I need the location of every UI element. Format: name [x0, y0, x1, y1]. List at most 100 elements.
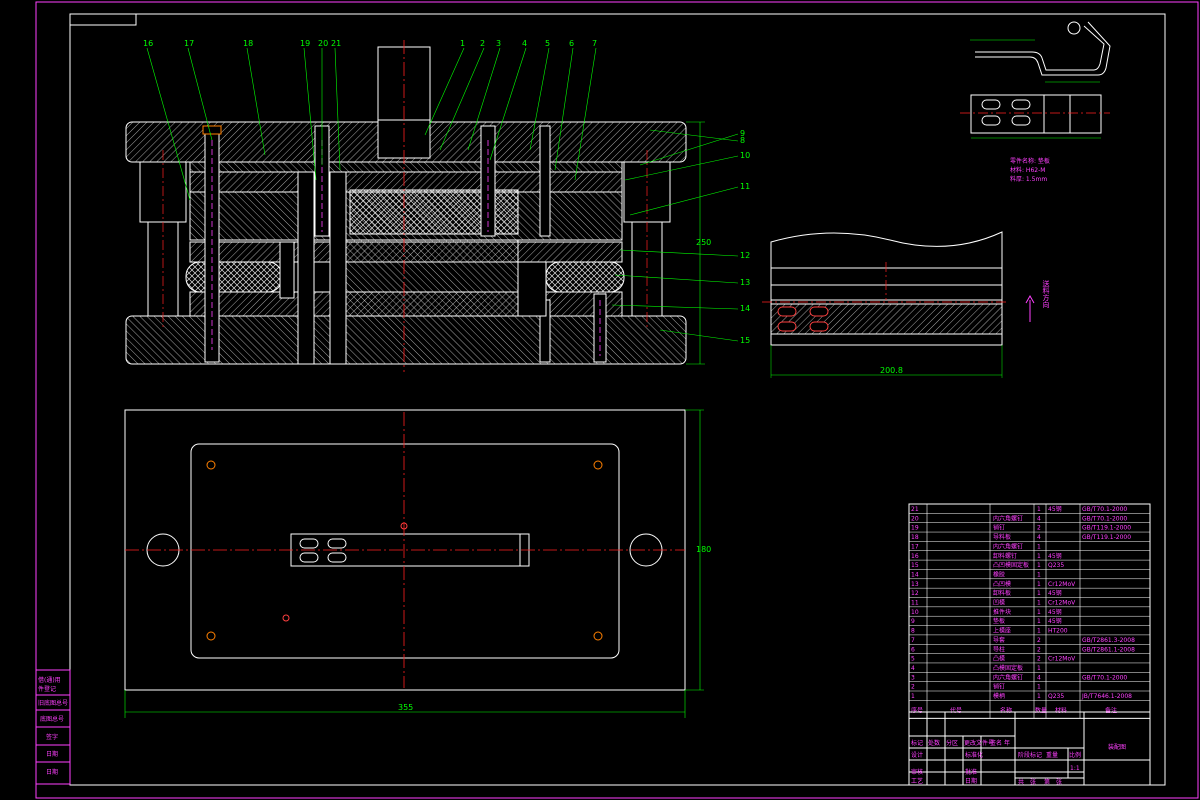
- bom-standard: GB/T70.1-2000: [1082, 506, 1127, 513]
- backing-plate: [189, 161, 623, 173]
- side-stamp: 借(通)用 件登记 旧底图总号 底图总号 签字 日期 日期: [35, 669, 71, 785]
- tb-review: 审核: [911, 768, 923, 776]
- drawing-title: 装配图: [1108, 743, 1126, 751]
- bom-header-1: 代号: [950, 706, 962, 714]
- bom-name: 内六角螺钉: [993, 542, 1023, 550]
- bom-no: 21: [911, 506, 919, 513]
- part-plan: [970, 94, 1102, 134]
- bom-qty: 1: [1037, 553, 1041, 560]
- stamp-line-7: 日期: [46, 768, 58, 776]
- balloon-20: 20: [318, 39, 328, 48]
- balloon-8: 8: [740, 136, 745, 145]
- tb-page: 第: [1044, 778, 1050, 786]
- bom-material: 45钢: [1048, 552, 1062, 560]
- tb-header-mark: 标记: [911, 739, 923, 747]
- tb-header-doc: 更改文件号: [964, 739, 994, 747]
- screw-2: [297, 171, 315, 365]
- bom-qty: 1: [1037, 609, 1041, 616]
- bom-no: 11: [911, 600, 919, 607]
- tb-sheet: 张: [1056, 778, 1062, 786]
- plan-view: 355 180: [124, 409, 711, 718]
- bom-name: 垫板: [993, 617, 1005, 625]
- drawing-number-box: [69, 13, 137, 26]
- sheet-border-inner: [69, 13, 1166, 786]
- bom-material: 45钢: [1048, 505, 1062, 513]
- bom-no: 20: [911, 515, 919, 522]
- bom-name: 卸料螺钉: [993, 552, 1017, 560]
- bom-no: 2: [911, 684, 915, 691]
- balloon-2: 2: [480, 39, 485, 48]
- bom-name: 内六角螺钉: [993, 673, 1023, 681]
- tb-stage: 阶段标记: [1018, 751, 1042, 759]
- bom-name: 凸凹模: [993, 580, 1011, 588]
- balloon-11: 11: [740, 182, 750, 191]
- tb-approve: 批准: [965, 768, 977, 776]
- bom-name: 推件块: [993, 608, 1011, 616]
- bom-name: 销钉: [993, 524, 1005, 532]
- bom-qty: 2: [1037, 656, 1041, 663]
- bom-qty: 1: [1037, 562, 1041, 569]
- die-outline-plan: [190, 443, 620, 659]
- bom-no: 8: [911, 628, 915, 635]
- bom-qty: 1: [1037, 618, 1041, 625]
- bom-qty: 4: [1037, 515, 1041, 522]
- tb-sheets: 张: [1030, 778, 1036, 786]
- bom-name: 导套: [993, 636, 1005, 644]
- bom-name: 橡胶: [993, 570, 1005, 578]
- bom-name: 上模座: [993, 627, 1011, 635]
- bom-material: Cr12MoV: [1048, 656, 1076, 663]
- bom-material: Q235: [1048, 693, 1064, 700]
- bom-standard: GB/T2861.3-2008: [1082, 637, 1135, 644]
- bom-standard: JB/T7646.1-2008: [1081, 693, 1132, 700]
- balloon-18: 18: [243, 39, 253, 48]
- bom-qty: 2: [1037, 637, 1041, 644]
- tb-process: 工艺: [911, 777, 923, 785]
- svg-text:180: 180: [696, 545, 711, 554]
- balloon-14: 14: [740, 304, 750, 313]
- balloon-12: 12: [740, 251, 750, 260]
- bom-material: Cr12MoV: [1048, 600, 1076, 607]
- balloon-7: 7: [592, 39, 597, 48]
- bom-material: Q235: [1048, 562, 1064, 569]
- screw-4: [329, 171, 347, 365]
- bom-no: 17: [911, 543, 919, 550]
- stamp-line-2: 件登记: [38, 685, 56, 693]
- part-note-3: 料厚: 1.5mm: [1010, 175, 1047, 183]
- bom-no: 5: [911, 656, 915, 663]
- title-block: 标记 处数 分区 更改文件号 签名 年 设计 审核 工艺 标准化 批准 日期 阶…: [908, 711, 1151, 786]
- bom-no: 3: [911, 674, 915, 681]
- bom-header-0: 序号: [911, 706, 923, 714]
- bom-no: 19: [911, 525, 919, 532]
- bom-name: 凸模固定板: [993, 664, 1023, 672]
- bom-qty: 2: [1037, 646, 1041, 653]
- bom-qty: 1: [1037, 571, 1041, 578]
- balloon-6: 6: [569, 39, 574, 48]
- part-note-2: 材料: H62-M: [1010, 166, 1045, 174]
- bom-header-3: 数量: [1035, 706, 1047, 714]
- bom-material: 45钢: [1048, 608, 1062, 616]
- tb-ratio: 比例: [1069, 751, 1081, 759]
- tb-date: 日期: [965, 777, 977, 785]
- tb-header-sign: 签名: [990, 739, 1002, 747]
- tb-total: 共: [1018, 778, 1024, 786]
- punch-holder: [189, 171, 623, 193]
- bom-standard: GB/T70.1-2000: [1082, 515, 1127, 522]
- bom-no: 18: [911, 534, 919, 541]
- bom-material: HT200: [1048, 628, 1068, 635]
- balloon-9: 9: [740, 129, 745, 138]
- bom-material: 45钢: [1048, 589, 1062, 597]
- balloon-19: 19: [300, 39, 310, 48]
